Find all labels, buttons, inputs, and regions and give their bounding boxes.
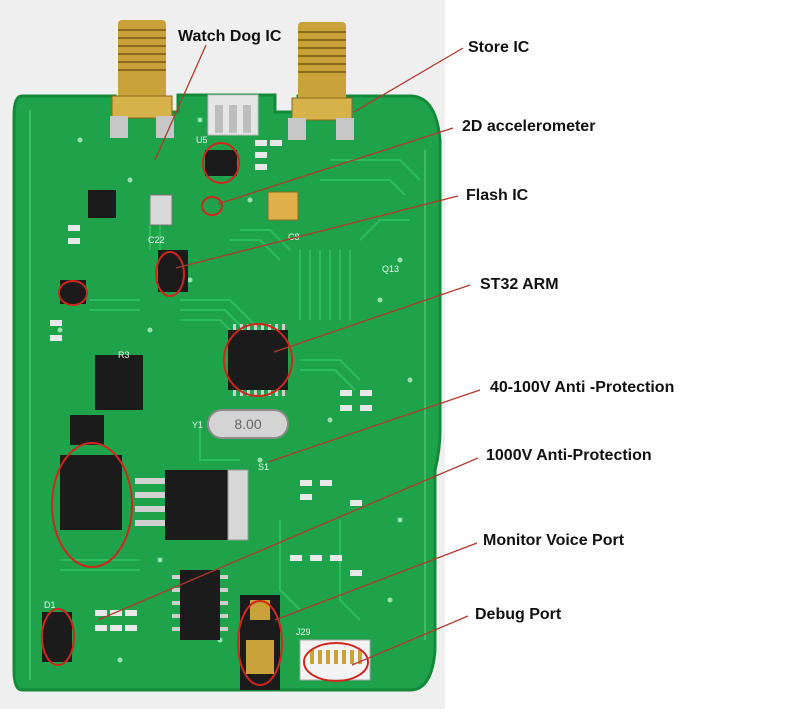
callout-watch-dog-ic: Watch Dog IC [178, 28, 282, 45]
marker-40-100v-anti-protection [41, 608, 75, 666]
callout-2d-accelerometer: 2D accelerometer [462, 118, 596, 135]
pcb-board [12, 93, 442, 692]
leader-lines [97, 44, 481, 666]
marker-monitor-voice-port [237, 600, 283, 686]
callout-monitor-voice-port: Monitor Voice Port [483, 532, 625, 549]
marker-1000v-anti-protection [51, 442, 133, 568]
sma-connector-left [110, 20, 174, 138]
silk-j29: J29 [296, 627, 311, 637]
silk-d1: D1 [44, 600, 56, 610]
callout-40-100v-anti-protection: 40-100V Anti -Protection [490, 379, 675, 396]
silk-r3: R3 [118, 350, 130, 360]
marker-flash-ic [155, 251, 185, 297]
crystal-oscillator: 8.00 [207, 409, 289, 439]
marker-2d-accelerometer [201, 196, 223, 216]
crystal-label: 8.00 [234, 416, 261, 432]
callout-debug-port: Debug Port [475, 606, 562, 623]
marker-watch-dog-ic [202, 142, 240, 184]
marker-st32-arm [223, 323, 293, 397]
arm-mcu-chip [228, 324, 288, 396]
callout-store-ic: Store IC [468, 39, 530, 56]
red-markers [41, 142, 369, 686]
callout-flash-ic: Flash IC [466, 187, 529, 204]
header-pins [207, 94, 259, 136]
vias [57, 117, 413, 663]
silk-q13: Q13 [382, 264, 399, 274]
silk-u5: U5 [196, 135, 208, 145]
marker-debug-port [303, 642, 369, 682]
callout-1000v-anti-protection: 1000V Anti-Protection [486, 447, 652, 464]
marker-store-ic [58, 280, 88, 306]
silk-c8: C8 [288, 232, 300, 242]
silk-s1: S1 [258, 462, 269, 472]
callout-st32-arm: ST32 ARM [480, 276, 559, 293]
silk-c22: C22 [148, 235, 165, 245]
sma-connector-right [288, 22, 354, 140]
silk-y1: Y1 [192, 420, 203, 430]
